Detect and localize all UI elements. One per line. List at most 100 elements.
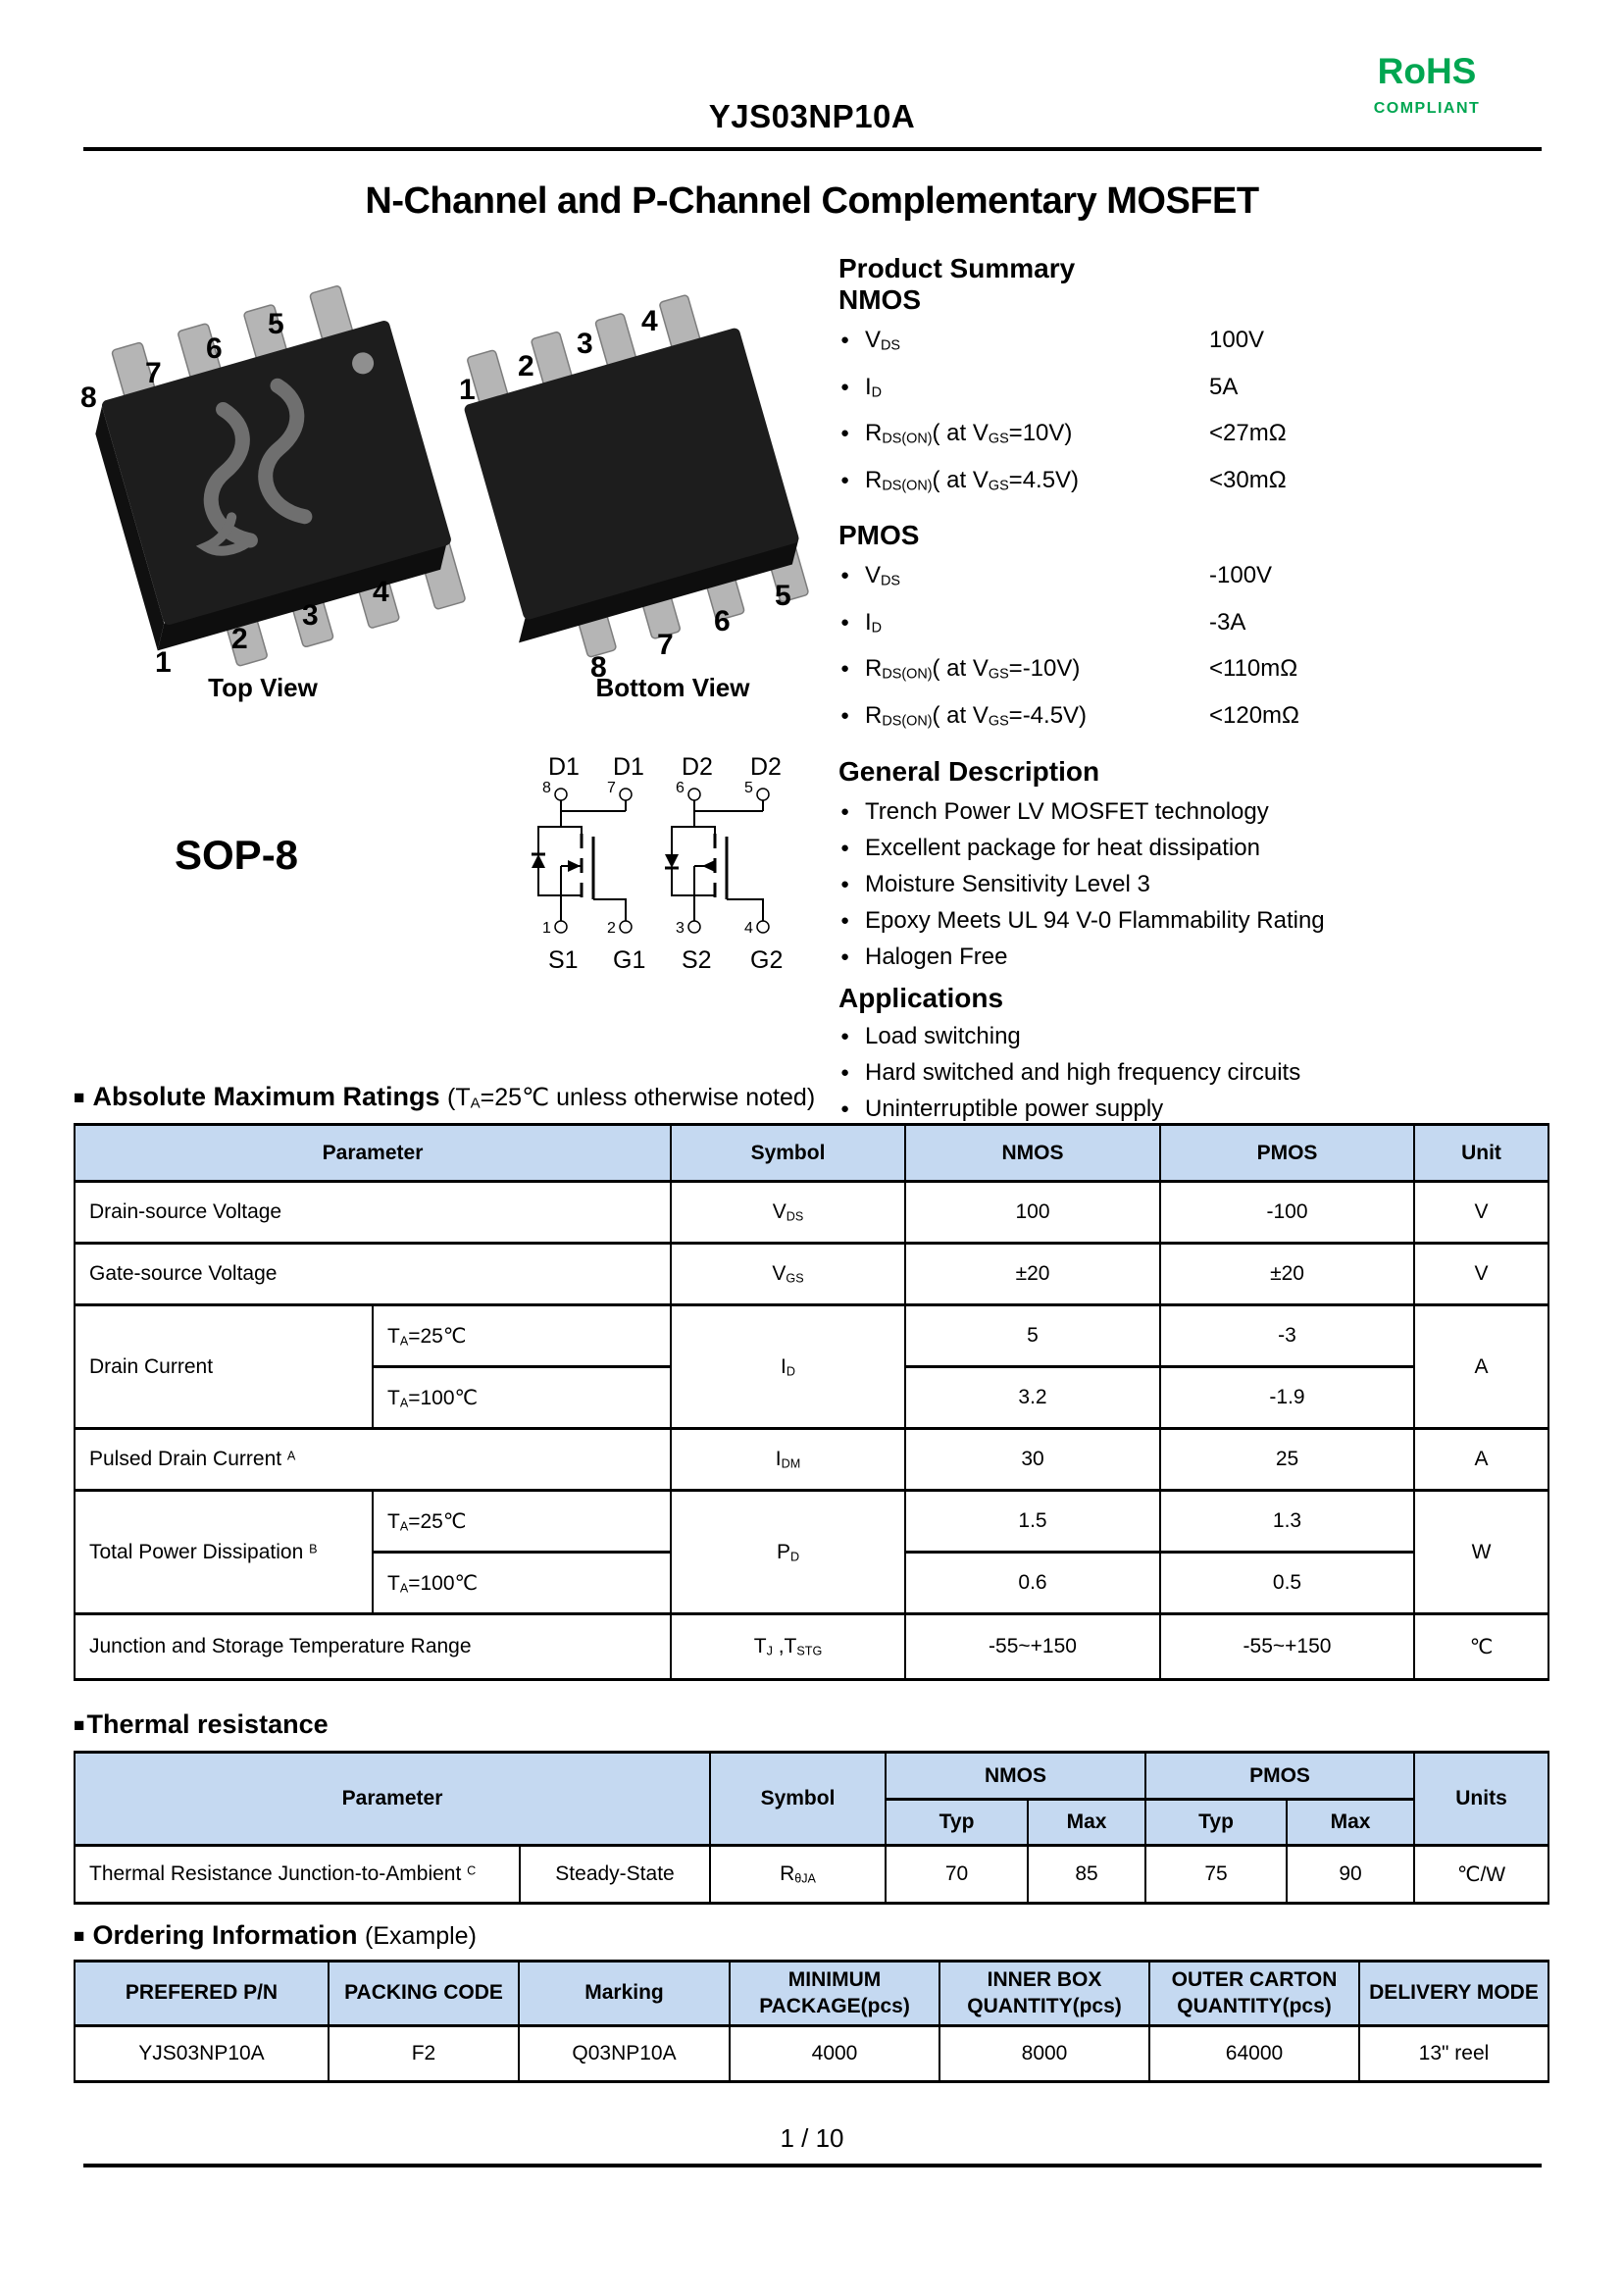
spec-label: VDS	[865, 562, 901, 589]
rohs-compliant-label: COMPLIANT	[1373, 100, 1481, 117]
bottomview-pin2-number: 2	[518, 350, 534, 382]
bullet-icon: ●	[840, 425, 850, 442]
cell-condition: TA=100℃	[371, 1365, 673, 1430]
bullet-icon: ●	[840, 613, 850, 631]
spec-value: <27mΩ	[1209, 420, 1287, 447]
schematic-g1-label: G1	[613, 946, 645, 974]
pin1-indicator-dot	[352, 352, 375, 375]
pmos-heading: PMOS	[838, 520, 920, 551]
bullet-icon: ●	[840, 331, 850, 348]
application-text: Load switching	[865, 1022, 1021, 1049]
header-parameter: Parameter	[73, 1751, 712, 1847]
bullet-icon: ●	[840, 471, 850, 488]
header-parameter: Parameter	[73, 1123, 673, 1183]
cell-pmos: 0.5	[1159, 1551, 1416, 1615]
topview-pin7-number: 7	[145, 357, 162, 389]
abs-max-note: (TA=25℃ unless otherwise noted)	[447, 1084, 816, 1112]
header-symbol: Symbol	[709, 1751, 888, 1847]
pmos-body-diode	[665, 854, 679, 868]
header-nmos: NMOS	[885, 1751, 1147, 1801]
header-unit: Unit	[1413, 1123, 1550, 1183]
schematic-pin8: 8	[542, 780, 551, 796]
cell-pmos-typ: 75	[1144, 1844, 1289, 1905]
cell-symbol: VDS	[670, 1180, 907, 1245]
bullet-icon: ●	[840, 707, 850, 725]
section-square-icon: ■	[74, 1926, 85, 1947]
topview-pin3-number: 3	[302, 599, 319, 632]
cell-unit: W	[1413, 1489, 1550, 1615]
pmos-arrow	[702, 860, 715, 872]
bullet-icon: ●	[840, 911, 850, 929]
list-item: ● RDS(ON)( at VGS=-4.5V) <120mΩ	[838, 695, 1613, 742]
table-row: YJS03NP10A F2 Q03NP10A 4000 8000 64000 1…	[74, 2024, 1549, 2083]
list-item: ●VDS-100V	[838, 555, 1613, 602]
header-minimum-package: MINIMUM PACKAGE(pcs)	[729, 1960, 940, 2027]
header-pmos: PMOS	[1159, 1123, 1416, 1183]
general-description-title: General Description	[838, 755, 1100, 787]
table-row: Thermal Resistance Junction-to-Ambient C…	[74, 1844, 1550, 1905]
schematic-d2b-label: D2	[750, 753, 782, 781]
spec-label: RDS(ON)( at VGS=4.5V)	[865, 466, 1080, 494]
pmos-spec-list: ●VDS-100V ●ID-3A ●RDS(ON)( at VGS=-10V)<…	[838, 555, 1613, 741]
thermal-table: Parameter Symbol NMOS PMOS Units Typ Max…	[73, 1751, 1550, 1905]
bottomview-pin1-number: 1	[459, 374, 476, 406]
bullet-icon: ●	[840, 875, 850, 892]
cell-pmos: ±20	[1159, 1242, 1416, 1306]
table-header-row: Typ Max Typ Max	[75, 1798, 1548, 1847]
header-max: Max	[1286, 1798, 1416, 1847]
section-square-icon: ■	[74, 1088, 85, 1108]
brand-logo	[195, 378, 313, 556]
cell-minimum-package: 4000	[729, 2024, 940, 2083]
header-marking: Marking	[518, 1960, 731, 2027]
bottomview-pin6-number: 6	[714, 605, 731, 637]
topview-pin5-number: 5	[268, 308, 284, 340]
header-typ: Typ	[1144, 1798, 1289, 1847]
cell-pmos: -1.9	[1159, 1365, 1416, 1430]
cell-unit: A	[1413, 1303, 1550, 1430]
cell-condition: TA=25℃	[371, 1489, 673, 1554]
header-packing-code: PACKING CODE	[328, 1960, 520, 2027]
abs-max-section: ■Absolute Maximum Ratings (TA=25℃ unless…	[74, 1082, 815, 1112]
cell-pmos: -55~+150	[1159, 1612, 1416, 1681]
cell-symbol: IDM	[670, 1427, 907, 1492]
table-row: Junction and Storage Temperature Range T…	[73, 1612, 1550, 1681]
header-pmos: PMOS	[1144, 1751, 1416, 1801]
schematic-diagram: D1 D1 D2 D2 8 7 6 5 1 2 3 4 S1 G1 S2 G2	[532, 753, 783, 974]
document-title: N-Channel and P-Channel Complementary MO…	[365, 180, 1259, 222]
description-text: Epoxy Meets UL 94 V-0 Flammability Ratin…	[865, 906, 1325, 934]
list-item: ●RDS(ON)( at VGS=10V)<27mΩ	[838, 413, 1613, 460]
bottomview-pin5-number: 5	[775, 580, 791, 612]
spec-value: -3A	[1209, 608, 1246, 636]
product-summary-title: Product Summary	[838, 253, 1076, 283]
list-item: ●Trench Power LV MOSFET technology	[838, 793, 1613, 830]
bottomview-pin3-number: 3	[577, 328, 593, 360]
cell-unit: ℃	[1413, 1612, 1550, 1681]
cell-packing-code: F2	[328, 2024, 520, 2083]
bottomview-pin7-number: 7	[657, 629, 674, 661]
table-row: TA=100℃ 3.2 -1.9	[75, 1365, 1548, 1430]
section-square-icon: ■	[74, 1715, 85, 1736]
bottomview-pin8-number: 8	[590, 651, 607, 684]
ordering-table: PREFERED P/N PACKING CODE Marking MINIMU…	[74, 1960, 1549, 2083]
application-text: Hard switched and high frequency circuit…	[865, 1058, 1301, 1086]
spec-value: <120mΩ	[1209, 702, 1299, 730]
cell-parameter: Pulsed Drain Current A	[73, 1427, 673, 1492]
list-item: ●Uninterruptible power supply	[838, 1091, 1613, 1127]
abs-max-table: Parameter Symbol NMOS PMOS Unit Drain-so…	[73, 1123, 1550, 1681]
cell-nmos: ±20	[904, 1242, 1162, 1306]
part-number-title: YJS03NP10A	[708, 98, 916, 134]
cell-nmos: 0.6	[904, 1551, 1162, 1615]
spec-label: RDS(ON)( at VGS=-4.5V)	[865, 702, 1088, 730]
spec-value: <110mΩ	[1209, 655, 1298, 683]
cell-symbol: RθJA	[709, 1844, 888, 1905]
spec-value: -100V	[1209, 562, 1273, 589]
table-row: Gate-source Voltage VGS ±20 ±20 V	[73, 1242, 1550, 1306]
list-item: ● Epoxy Meets UL 94 V-0 Flammability Rati…	[838, 902, 1613, 939]
nmos-arrow	[568, 860, 581, 872]
cell-unit: V	[1413, 1242, 1550, 1306]
schematic-s1-label: S1	[548, 946, 579, 974]
cell-units: ℃/W	[1413, 1844, 1550, 1905]
header-delivery-mode: DELIVERY MODE	[1358, 1960, 1549, 2027]
